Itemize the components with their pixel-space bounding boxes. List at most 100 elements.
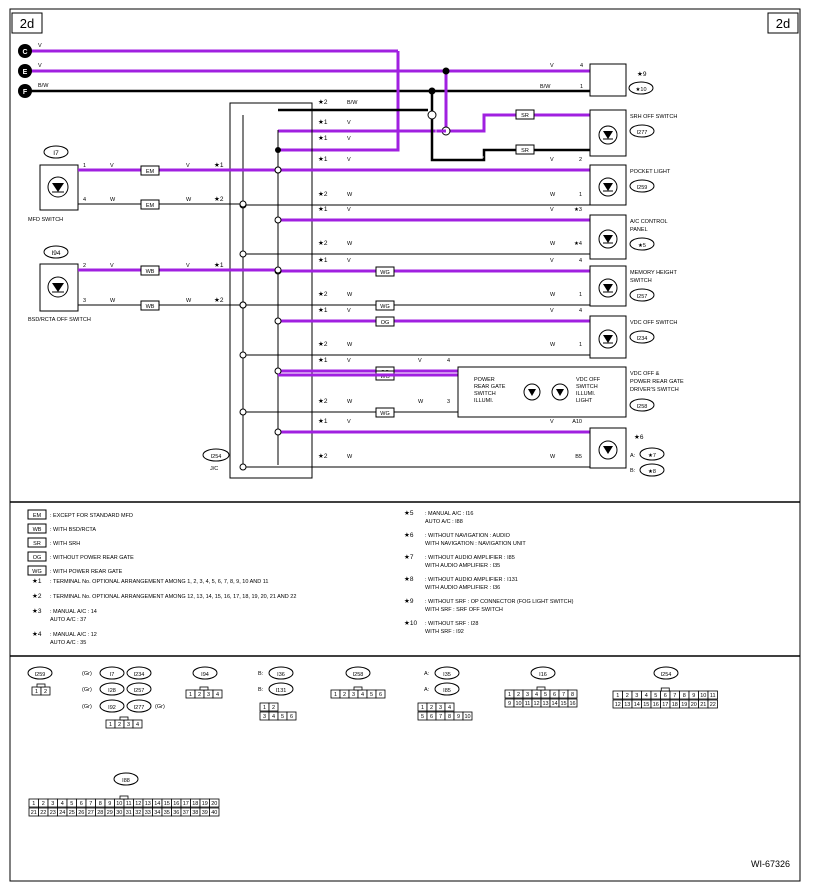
pin-number: 8 (571, 692, 574, 698)
joint-node (239, 463, 247, 471)
option-code-box (27, 509, 47, 520)
connector-notch (119, 716, 129, 721)
component-id-tag (629, 330, 655, 344)
option-code-label: WG (32, 569, 41, 575)
pin-number: 34 (154, 810, 160, 816)
svg-text:BSD/RCTA OFF SWITCH: BSD/RCTA OFF SWITCH (28, 317, 91, 323)
pin-number: 35 (164, 810, 170, 816)
connector-prefix: A: (424, 671, 430, 677)
component-name: VDC OFF SWITCH (630, 320, 677, 326)
component-name: PANEL (630, 227, 648, 233)
row-wire-color: V (347, 258, 351, 264)
pin-number: 4 (61, 801, 64, 807)
pin-number: 30 (116, 810, 122, 816)
component-id-tag (629, 398, 655, 412)
row-wire-color: V (347, 207, 351, 213)
option-code-label: WG (380, 304, 389, 310)
legend-star: ★2 (32, 592, 42, 600)
pin-number: 18 (192, 801, 198, 807)
connector-tag (27, 666, 53, 680)
option-code-box (27, 537, 47, 548)
row-wire-color: W (347, 454, 353, 460)
option-code-box (140, 199, 160, 210)
connector-notch (199, 686, 209, 691)
pin-number: 9 (692, 693, 695, 699)
svg-text:I7: I7 (53, 150, 59, 157)
pin-number: 15 (164, 801, 170, 807)
terminal-e-icon: E (18, 64, 32, 78)
left-wire-color: V (186, 263, 190, 269)
row-star-label: ★2 (318, 190, 328, 198)
row-wire-color: V (347, 308, 351, 314)
pin-cell (212, 689, 223, 699)
star-10-tag (628, 81, 654, 95)
connector-id: I16 (539, 672, 547, 678)
connector-notch (660, 687, 670, 692)
pin-number: 10 (515, 701, 521, 707)
pin-cell (707, 690, 718, 700)
left-wire-color: W (110, 197, 116, 203)
row-pin-label: 2 (579, 157, 582, 163)
star-9-label: ★9 (637, 70, 647, 78)
legend-code-text: : WITH BSD/RCTA (50, 527, 96, 533)
option-code-label: WG (380, 374, 389, 380)
legend-star-text: AUTO A/C : 35 (50, 640, 86, 646)
pin-number: 17 (662, 702, 668, 708)
legend-star: ★1 (32, 577, 42, 585)
legend-star-text: WITH AUDIO AMPLIFIER : I36 (425, 585, 500, 591)
pin-number: 6 (553, 692, 556, 698)
pin-number: 10 (464, 714, 470, 720)
pin-number: 1 (32, 801, 35, 807)
pin-number: 3 (352, 692, 355, 698)
connector-id: I234 (134, 672, 145, 678)
joint-node (239, 200, 247, 208)
pin-number: 20 (211, 801, 217, 807)
inner-switch-text: POWER (474, 377, 495, 383)
joint-node (274, 266, 282, 274)
led-icon (603, 335, 613, 343)
connector-tag (345, 666, 371, 680)
pin-cell (286, 711, 297, 721)
joint-node (274, 317, 282, 325)
legend-star-text: : MANUAL A/C : 14 (50, 609, 97, 615)
connector-tag (126, 666, 152, 680)
svg-text:I254: I254 (211, 454, 222, 460)
legend-star-text: WITH SRF : I92 (425, 629, 464, 635)
row-wire-color: W (347, 292, 353, 298)
component-id: I258 (637, 404, 648, 410)
led-icon (528, 389, 536, 396)
svg-text:C: C (22, 49, 27, 56)
legend-star-text: : WITHOUT SRF : OP CONNECTOR (FOG LIGHT … (425, 599, 574, 605)
row-pin-label: A10 (572, 419, 582, 425)
star-7-tag (639, 447, 665, 461)
connector-prefix: (Gr) (82, 687, 92, 693)
option-code-label: WG (380, 411, 389, 417)
pin-number: 8 (448, 714, 451, 720)
row-pin-label: ★3 (574, 206, 582, 213)
pin-number: 4 (535, 692, 538, 698)
connector-tag (99, 682, 125, 696)
row-star-label: ★2 (318, 397, 328, 405)
left-star-label: ★2 (214, 195, 224, 203)
option-code-label: WB (146, 269, 155, 275)
connector-notch (119, 795, 129, 800)
pin-number: 7 (89, 801, 92, 807)
row-right-color: W (418, 399, 424, 405)
pin-cell (707, 699, 718, 709)
connector-id: I94 (201, 672, 209, 678)
pin-number: 3 (635, 693, 638, 699)
pin-number: 7 (562, 692, 565, 698)
row-right-color: W (550, 241, 556, 247)
svg-text:V: V (38, 63, 42, 69)
left-wire-color: V (110, 163, 114, 169)
left-star-label: ★2 (214, 296, 224, 304)
legend-star-text: : WITHOUT AUDIO AMPLIFIER : I131 (425, 577, 518, 583)
row-star-label: ★1 (318, 134, 328, 142)
connector-tag (126, 699, 152, 713)
row-right-color: V (550, 308, 554, 314)
inner-switch-text: REAR GATE (474, 384, 506, 390)
pin-number: 5 (544, 692, 547, 698)
pin-number: 1 (263, 705, 266, 711)
connector-id: I88 (122, 778, 130, 784)
